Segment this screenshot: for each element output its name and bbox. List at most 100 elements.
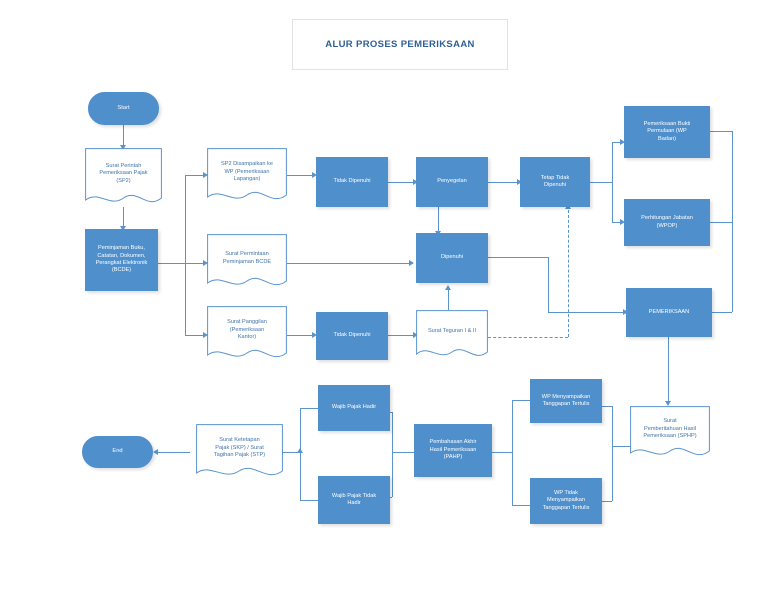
arrowhead-start-to-sp2 xyxy=(120,145,126,150)
connector-wptidakhadir-left xyxy=(300,500,318,501)
connector-sphp-left xyxy=(612,446,634,447)
node-end-label: End xyxy=(112,448,123,455)
connector-rightspine-to-pemeriksaan xyxy=(712,312,732,313)
connector-to-wpmenyampaikan xyxy=(601,406,612,407)
document-shape xyxy=(416,310,488,356)
connector-wphadir-left xyxy=(300,408,318,409)
node-wp-tidak-menyampaikan[interactable]: WP Tidak Menyampaikan Tanggapan Tertulis xyxy=(530,478,602,524)
connector-pahp-split xyxy=(392,412,393,497)
node-perhitungan-jabatan[interactable]: Perhitungan Jabatan (WPOP) xyxy=(624,199,710,246)
node-wp-hadir[interactable]: Wajib Pajak Hadir xyxy=(318,385,390,431)
node-surat-panggilan[interactable]: Surat Panggilan (Pemeriksaan Kantor) xyxy=(207,306,287,362)
arrowhead-suratpanggilan-to-tidakdipenuhi2 xyxy=(312,332,317,338)
connector-right-spine xyxy=(732,131,733,312)
node-tidak-dipenuhi-2-label: Tidak Dipenuhi xyxy=(333,332,371,339)
document-shape xyxy=(207,148,287,200)
node-tidak-dipenuhi-1-label: Tidak Dipenuhi xyxy=(333,178,371,185)
connector-left-spine xyxy=(185,175,186,335)
arrowhead-to-perhitunganjabatan xyxy=(620,219,625,225)
arrowhead-wp-merge-up xyxy=(297,448,303,453)
connector-penyegelan-to-dipenuhi xyxy=(438,207,439,233)
connector-dipenuhi-right xyxy=(488,257,548,258)
node-bukti-permulaan-label: Pemeriksaan Bukti Permulaan (WP Badan) xyxy=(643,120,691,142)
node-tetap-tidak-dipenuhi-label: Tetap Tidak Dipenuhi xyxy=(540,174,570,188)
connector-to-perhitunganjabatan xyxy=(612,222,623,223)
node-wp-hadir-label: Wajib Pajak Hadir xyxy=(331,404,377,411)
connector-wptidakmenyampaikan-left xyxy=(512,505,532,506)
node-surat-teguran-label: Surat Teguran I & II xyxy=(427,327,477,334)
connector-pemeriksaan-to-sphp xyxy=(668,337,669,403)
node-sp2-disampaikan-label: SP2 Disampaikan ke WP (Pemeriksaan Lapan… xyxy=(221,161,273,183)
node-tetap-tidak-dipenuhi[interactable]: Tetap Tidak Dipenuhi xyxy=(520,157,590,207)
connector-spine-to-surat-permintaan xyxy=(185,263,205,264)
node-sphp[interactable]: Surat Pemberitahuan Hasil Pemeriksaan (S… xyxy=(630,406,710,460)
document-shape xyxy=(85,148,162,203)
node-wp-tidak-hadir[interactable]: Wajib Pajak Tidak Hadir xyxy=(318,476,390,524)
connector-dipenuhi-to-pemeriksaan xyxy=(548,312,626,313)
arrowhead-dipenuhi-to-pemeriksaan xyxy=(623,309,628,315)
connector-wpmerge-to-pahp xyxy=(492,452,512,453)
node-wp-menyampaikan[interactable]: WP Menyampaikan Tanggapan Tertulis xyxy=(530,379,602,423)
document-shape xyxy=(207,306,287,358)
arrowhead-to-buktipermulaan xyxy=(620,139,625,145)
connector-suratpanggilan-to-tidakdipenuhi2 xyxy=(287,335,315,336)
node-perhitungan-jabatan-label: Perhitungan Jabatan (WPOP) xyxy=(641,215,693,229)
node-start-label: Start xyxy=(117,104,130,111)
node-pemeriksaan-label: PEMERIKSAAN xyxy=(648,308,690,315)
node-dipenuhi[interactable]: Dipenuhi xyxy=(416,233,488,283)
connector-wp-merge-spine xyxy=(512,400,513,505)
node-skp-stp[interactable]: Surat Ketetapan Pajak (SKP) / Surat Tagi… xyxy=(196,424,283,480)
node-bcde-label: Peminjaman Buku, Catatan, Dokumen, Peran… xyxy=(95,245,148,274)
node-pemeriksaan[interactable]: PEMERIKSAAN xyxy=(626,288,712,337)
document-shape xyxy=(196,424,283,476)
connector-to-wptidakmenyampaikan xyxy=(601,501,612,502)
node-end[interactable]: End xyxy=(82,436,153,468)
document-shape xyxy=(207,234,287,286)
diagram-title-box: ALUR PROSES PEMERIKSAAN xyxy=(292,19,508,70)
arrowhead-skpstp-to-end xyxy=(153,449,158,455)
node-bcde[interactable]: Peminjaman Buku, Catatan, Dokumen, Peran… xyxy=(85,229,158,291)
node-surat-permintaan[interactable]: Surat Permintaan Peminjaman BCDE xyxy=(207,234,287,290)
node-tidak-dipenuhi-1[interactable]: Tidak Dipenuhi xyxy=(316,157,388,207)
connector-skpstp-to-end xyxy=(158,452,190,453)
arrowhead-spine-to-surat-panggilan xyxy=(203,332,208,338)
node-sphp-label: Surat Pemberitahuan Hasil Pemeriksaan (S… xyxy=(643,418,697,440)
arrowhead-tidakdipenuhi2-to-suratteguran xyxy=(413,332,418,338)
connector-buktipermulaan-right xyxy=(710,131,732,132)
node-pahp[interactable]: Pembahasan Akhir Hasil Pemeriksaan (PAHP… xyxy=(414,424,492,477)
connector-sp2-to-bcde xyxy=(123,207,124,229)
node-surat-teguran[interactable]: Surat Teguran I & II xyxy=(416,310,488,360)
connector-to-buktipermulaan xyxy=(612,142,623,143)
connector-sphp-split xyxy=(612,406,613,501)
arrowhead-suratpermintaan-to-dipenuhi xyxy=(409,260,414,266)
connector-pahp-left xyxy=(392,452,414,453)
node-tidak-dipenuhi-2[interactable]: Tidak Dipenuhi xyxy=(316,312,388,360)
connector-bcde-right xyxy=(158,263,185,264)
node-pahp-label: Pembahasan Akhir Hasil Pemeriksaan (PAHP… xyxy=(429,439,477,461)
connector-wphadir-merge-spine xyxy=(300,408,301,500)
node-penyegelan[interactable]: Penyegelan xyxy=(416,157,488,207)
node-surat-permintaan-label: Surat Permintaan Peminjaman BCDE xyxy=(222,251,272,265)
page-title: ALUR PROSES PEMERIKSAAN xyxy=(325,39,475,50)
node-sp2[interactable]: Surat Perintah Pemeriksaan Pajak (SP2) xyxy=(85,148,162,207)
connector-tidakdipenuhi1-to-penyegelan xyxy=(388,182,416,183)
connector-suratpermintaan-to-dipenuhi xyxy=(287,263,412,264)
node-start[interactable]: Start xyxy=(88,92,159,125)
node-bukti-permulaan[interactable]: Pemeriksaan Bukti Permulaan (WP Badan) xyxy=(624,106,710,158)
connector-sp2disampaikan-to-tidakdipenuhi1 xyxy=(287,175,315,176)
node-dipenuhi-label: Dipenuhi xyxy=(440,254,464,261)
connector-tetaptidakdipenuhi-right xyxy=(590,182,612,183)
node-wp-menyampaikan-label: WP Menyampaikan Tanggapan Tertulis xyxy=(541,393,591,407)
arrowhead-sp2-to-bcde xyxy=(120,226,126,231)
arrowhead-sp2disampaikan-to-tidakdipenuhi1 xyxy=(312,172,317,178)
node-surat-panggilan-label: Surat Panggilan (Pemeriksaan Kantor) xyxy=(227,319,267,341)
connector-dipenuhi-down xyxy=(548,257,549,312)
arrowhead-suratteguran-to-dipenuhi xyxy=(445,285,451,290)
node-sp2-disampaikan[interactable]: SP2 Disampaikan ke WP (Pemeriksaan Lapan… xyxy=(207,148,287,204)
connector-perhitunganjabatan-right xyxy=(710,222,732,223)
node-sp2-label: Surat Perintah Pemeriksaan Pajak (SP2) xyxy=(99,162,148,184)
arrowhead-pemeriksaan-to-sphp xyxy=(665,401,671,406)
node-wp-tidak-menyampaikan-label: WP Tidak Menyampaikan Tanggapan Tertulis xyxy=(542,489,590,511)
connector-spine-to-sp2-disampaikan xyxy=(185,175,205,176)
